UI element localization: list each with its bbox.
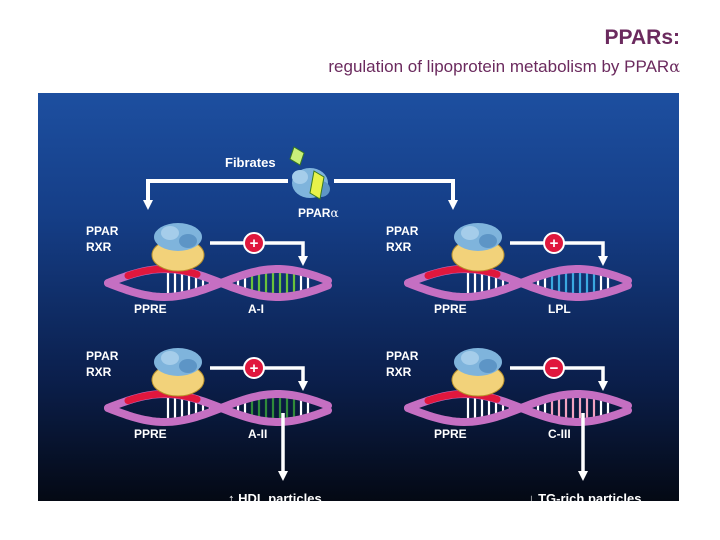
effect-sign: + — [250, 235, 259, 252]
complex-1: PPAR RXR + PPRE A-I — [86, 223, 332, 316]
receptor-label-ppar: PPAR — [386, 349, 419, 363]
ppar-receptor-shade — [179, 234, 197, 248]
effect-badge — [543, 232, 565, 254]
ppar-alpha-greek: α — [330, 206, 338, 220]
ppre-label: PPRE — [134, 302, 167, 316]
gene-label: A-II — [248, 427, 267, 441]
ppar-receptor-highlight — [461, 351, 479, 365]
effect-badge — [543, 357, 565, 379]
receptor-label-rxr: RXR — [386, 365, 412, 379]
complex-3: PPAR RXR + PPRE A-II ↑ HDL particles — [86, 348, 332, 506]
complex-2: PPAR RXR + PPRE LPL — [386, 223, 632, 316]
gene-label: LPL — [548, 302, 571, 316]
gene-label: C-III — [548, 427, 571, 441]
effect-sign: − — [550, 360, 559, 377]
effect-sign: + — [550, 235, 559, 252]
activation-arrow — [510, 241, 608, 266]
fibrate-receptor-icon — [289, 146, 330, 200]
ppre-label: PPRE — [434, 302, 467, 316]
effect-sign: + — [250, 360, 259, 377]
ppre-segment — [124, 390, 201, 405]
outcome-label: ↑ HDL particles — [228, 491, 322, 501]
receptor-label-ppar: PPAR — [86, 349, 119, 363]
activation-arrow — [210, 366, 308, 391]
effect-badge — [243, 232, 265, 254]
ppre-segment — [424, 265, 501, 280]
receptor-label-ppar: PPAR — [386, 224, 419, 238]
ppar-receptor-shade — [179, 359, 197, 373]
fibrates-label: Fibrates — [225, 155, 276, 170]
ppre-label: PPRE — [134, 427, 167, 441]
receptor-label-rxr: RXR — [386, 240, 412, 254]
activation-arrow — [210, 241, 308, 266]
ppar-receptor-shade — [479, 359, 497, 373]
outcome-label: ↓ TG-rich particles — [528, 491, 641, 501]
ppre-segment — [424, 390, 501, 405]
ppar-alpha-label: PPARα — [298, 206, 339, 220]
slide-subtitle: regulation of lipoprotein metabolism by … — [328, 57, 680, 77]
ppar-receptor-highlight — [461, 226, 479, 240]
ppar-receptor-shade — [479, 234, 497, 248]
receptor-label-rxr: RXR — [86, 240, 112, 254]
ppar-alpha-label-text: PPAR — [298, 206, 331, 220]
subtitle-greek-alpha: α — [669, 57, 680, 76]
subtitle-text: regulation of lipoprotein metabolism by … — [328, 57, 670, 76]
complex-4: PPAR RXR − PPRE C-III ↓ TG-rich particles — [386, 348, 641, 506]
ppar-receptor-highlight — [161, 351, 179, 365]
fibrates-arrow-right — [334, 179, 458, 210]
effect-badge — [243, 357, 265, 379]
gene-label: A-I — [248, 302, 264, 316]
receptor-label-rxr: RXR — [86, 365, 112, 379]
ppre-label: PPRE — [434, 427, 467, 441]
ppar-receptor-highlight — [161, 226, 179, 240]
slide-title: PPARs: — [604, 26, 680, 49]
receptor-label-ppar: PPAR — [86, 224, 119, 238]
activation-arrow — [510, 366, 608, 391]
ppre-segment — [124, 265, 201, 280]
fibrates-arrow-left — [143, 179, 288, 210]
